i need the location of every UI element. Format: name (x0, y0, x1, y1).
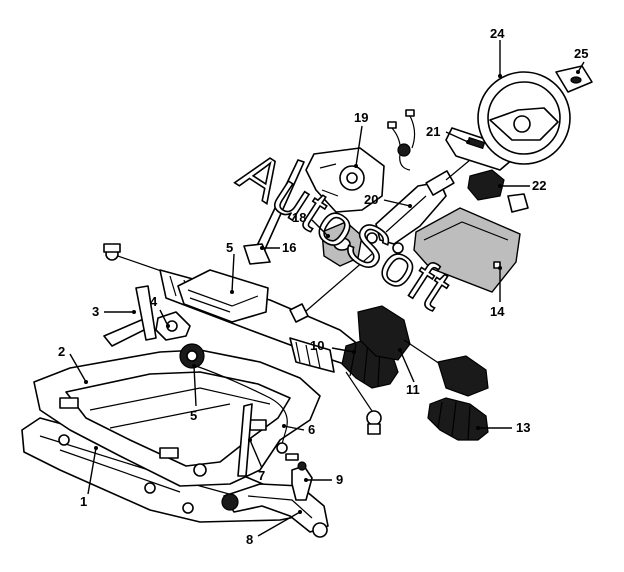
part-heat-shield (177, 269, 269, 323)
callout-8: 8 (246, 532, 253, 547)
leader-lines (69, 40, 585, 537)
callout-18: 18 (292, 210, 306, 225)
callout-1: 1 (80, 494, 87, 509)
part-bushing-lower (179, 343, 205, 369)
part-ball-joint (285, 453, 313, 501)
callout-14: 14 (490, 304, 505, 319)
part-stabilizer-link (195, 365, 288, 454)
callout-21: 21 (426, 124, 440, 139)
callout-16: 16 (282, 240, 296, 255)
callout-2: 2 (58, 344, 65, 359)
part-steering-wheel (477, 71, 571, 165)
part-intermediate-shaft (289, 253, 373, 323)
part-switch-module (467, 169, 529, 213)
part-column-bracket (305, 147, 385, 213)
callout-19: 19 (354, 110, 368, 125)
callout-11: 11 (406, 382, 420, 397)
callout-6: 6 (308, 422, 315, 437)
part-steering-column (366, 159, 471, 254)
callout-13: 13 (516, 420, 530, 435)
callout-25: 25 (574, 46, 588, 61)
callout-10: 10 (310, 338, 324, 353)
part-driveshaft (357, 305, 489, 397)
callout-4: 4 (150, 294, 158, 309)
callout-9: 9 (336, 472, 343, 487)
callout-3: 3 (92, 304, 99, 319)
part-knee-panel (413, 207, 521, 293)
callout-5a: 5 (190, 408, 197, 423)
callout-22: 22 (532, 178, 546, 193)
callout-20: 20 (364, 192, 378, 207)
callout-labels: 1 2 3 4 5 6 7 8 9 10 11 13 14 5 16 18 19… (58, 26, 588, 547)
part-cv-boot-outer (427, 397, 489, 441)
part-bracket-rear (237, 403, 253, 477)
part-rack-clamp (155, 311, 191, 341)
part-control-arm (221, 483, 329, 538)
callout-15: 5 (226, 240, 233, 255)
callout-7: 7 (258, 468, 265, 483)
part-horn-pad (555, 65, 593, 93)
part-bracket-left (103, 285, 157, 347)
part-strap (243, 159, 305, 265)
part-column-boot (321, 221, 363, 267)
callout-24: 24 (490, 26, 505, 41)
part-wiring-harness (387, 109, 416, 171)
